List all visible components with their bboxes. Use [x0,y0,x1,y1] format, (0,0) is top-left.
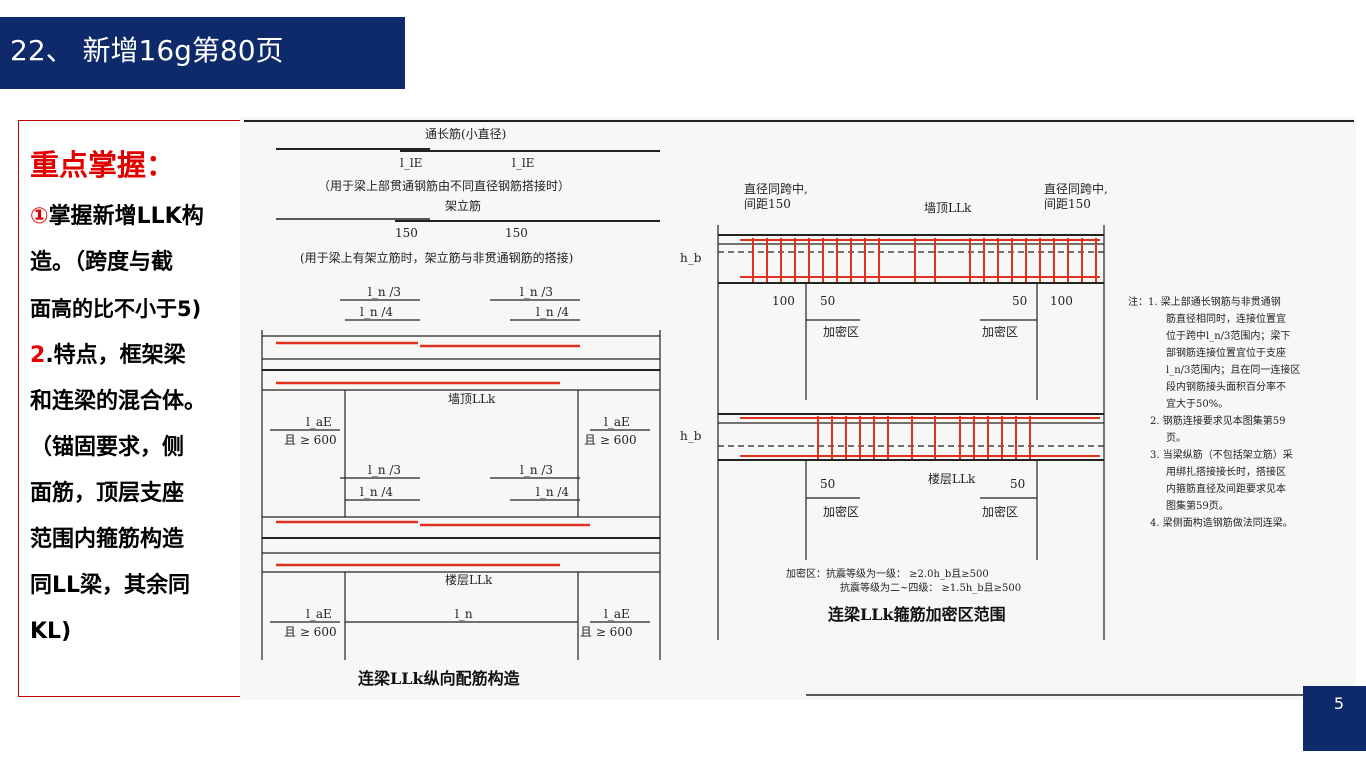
ln4-label: l_n /4 [360,305,393,319]
anchor-length-label: l_aE [604,415,630,429]
splice-note: 直径同跨中, [1044,181,1108,196]
ln3-label: l_n /3 [520,285,553,299]
top-bar-label: 通长筋(小直径) [425,126,506,141]
anchor-length-label: l_aE [306,415,332,429]
side-note-line: 2. 钢筋连接要求见本图集第59 [1150,414,1285,427]
roof-beam-label: 墙顶LLk [448,392,496,406]
roof-beam-label: 墙顶LLk [924,201,972,215]
anchor-condition-label: 且 ≥ 600 [580,625,633,639]
key-point-line: （锚固要求，侧 [30,434,184,462]
key-point-line: 造。（跨度与截 [30,249,173,277]
page-number: 5 [1333,694,1344,713]
lap-150-label: 150 [505,226,528,240]
side-note-line: 3. 当梁纵筋（不包括架立筋）采 [1150,448,1293,461]
key-point-text: 同LL梁，其余同 [30,573,191,598]
key-points-heading: 重点掌握： [30,148,176,182]
key-point-line: ①掌握新增LLK构 [30,203,204,231]
splice-note: 间距150 [1044,197,1091,211]
beam-height-label: h_b [680,429,702,443]
top-bar-note: （用于梁上部贯通钢筋由不同直径钢筋搭接时） [318,178,570,193]
floor-beam-label: 楼层LLk [445,572,493,587]
side-note-line: 用绑扎搭接接长时，搭接区 [1166,465,1286,478]
erect-bar-label: 架立筋 [445,198,481,213]
side-note-line: 位于跨中l_n/3范围内；梁下 [1166,329,1290,342]
key-point-text: 范围内箍筋构造 [30,527,185,552]
dense-zone-rule: 加密区：抗震等级为一级： ≥2.0h_b且≥500 [786,567,989,580]
side-note-line: 宜大于50%。 [1166,397,1228,410]
anchor-condition-label: 且 ≥ 600 [284,433,337,447]
side-note-line: 注：1. 梁上部通长钢筋与非贯通钢 [1128,295,1281,308]
splice-note: 间距150 [744,197,791,211]
key-point-text: 造。（跨度与截 [30,250,174,275]
span-length-label: l_n [455,607,473,621]
erect-bar-note: (用于梁上有架立筋时，架立筋与非贯通钢筋的搭接) [300,250,573,265]
offset-50-label: 50 [820,294,835,308]
side-note-line: 部钢筋连接位置宜位于支座 [1166,346,1286,359]
key-point-text: .特点，框架梁 [45,343,186,368]
ln4-label: l_n /4 [536,485,569,499]
ln4-label: l_n /4 [536,305,569,319]
offset-100-label: 100 [772,294,795,308]
dense-zone-label: 加密区 [823,324,859,339]
ln3-label: l_n /3 [368,285,401,299]
rebar-drawing-svg: 通长筋(小直径) l_lE l_lE （用于梁上部贯通钢筋由不同直径钢筋搭接时）… [244,120,1354,696]
page-number-badge: 5 [1303,686,1366,751]
dense-zone-label: 加密区 [823,504,859,519]
key-point-line: 同LL梁，其余同 [30,572,190,600]
lap-150-label: 150 [395,226,418,240]
anchor-length-label: l_aE [604,607,630,621]
side-note-line: 图集第59页。 [1166,499,1229,512]
dense-zone-label: 加密区 [982,324,1018,339]
splice-note: 直径同跨中, [744,181,808,196]
beam-height-label: h_b [680,251,702,265]
slide-title-bar: 22、 新增16g第80页 [0,17,405,89]
rebar-detail-drawing: 通长筋(小直径) l_lE l_lE （用于梁上部贯通钢筋由不同直径钢筋搭接时）… [240,117,1356,700]
key-point-line: 面筋，顶层支座 [30,480,184,508]
side-note-line: 页。 [1166,432,1186,444]
lap-length-label: l_lE [512,156,534,170]
key-point-marker: ① [30,204,49,229]
key-point-marker: 2 [30,343,46,368]
slide-title: 22、 新增16g第80页 [10,34,284,67]
offset-50-label: 50 [820,477,835,491]
key-point-line: 范围内箍筋构造 [30,526,184,554]
anchor-condition-label: 且 ≥ 600 [584,433,637,447]
dense-zone-label: 加密区 [982,504,1018,519]
offset-100-label: 100 [1050,294,1073,308]
key-point-text: （锚固要求，侧 [30,435,185,460]
key-point-line: 和连梁的混合体。 [30,388,206,416]
key-point-text: 面高的比不小于5) [30,297,202,321]
ln3-label: l_n /3 [520,463,553,477]
anchor-condition-label: 且 ≥ 600 [284,625,337,639]
key-point-text: 面筋，顶层支座 [30,481,185,506]
key-points-box: 重点掌握： ①掌握新增LLK构 造。（跨度与截 面高的比不小于5) 2.特点，框… [18,120,240,697]
key-point-text: 和连梁的混合体。 [30,389,207,414]
anchor-length-label: l_aE [306,607,332,621]
key-point-text: KL) [30,619,72,644]
side-note-line: l_n/3范围内；且在同一连接区 [1166,363,1300,376]
lap-length-label: l_lE [400,156,422,170]
right-figure-caption: 连梁LLk箍筋加密区范围 [828,605,1006,624]
left-figure-caption: 连梁LLk纵向配筋构造 [358,669,521,688]
side-note-line: 段内钢筋接头面积百分率不 [1166,380,1286,393]
offset-50-label: 50 [1010,477,1025,491]
floor-beam-label: 楼层LLk [928,471,976,486]
side-note-line: 内箍筋直径及间距要求见本 [1166,482,1286,495]
key-point-line: KL) [30,618,71,646]
side-note-line: 4. 梁侧面构造钢筋做法同连梁。 [1150,516,1293,529]
ln3-label: l_n /3 [368,463,401,477]
ln4-label: l_n /4 [360,485,393,499]
side-note-line: 筋直径相同时，连接位置宜 [1166,312,1286,325]
dense-zone-rule: 抗震等级为二~四级： ≥1.5h_b且≥500 [840,581,1021,594]
key-point-text: 掌握新增LLK构 [48,204,204,229]
key-point-line: 面高的比不小于5) [30,295,201,323]
offset-50-label: 50 [1012,294,1027,308]
key-point-line: 2.特点，框架梁 [30,342,186,370]
